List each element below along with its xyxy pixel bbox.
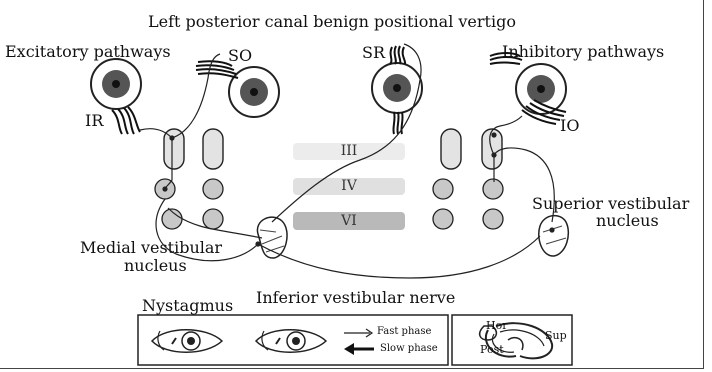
- right-abducens-nucleus: [433, 209, 453, 229]
- superior-vestibular-nucleus-shape: [539, 216, 569, 256]
- left-oculomotor-pill-1: [164, 129, 184, 169]
- eye-right-outer: [516, 64, 566, 114]
- inhibitory-pathways-label: Inhibitory pathways: [502, 44, 664, 60]
- cn6-label: VI: [293, 214, 405, 228]
- canal-sup-label: Sup: [545, 330, 567, 341]
- io-label: IO: [560, 118, 579, 134]
- medial-vestibular-label-line2: nucleus: [124, 258, 187, 274]
- superior-vestibular-label-line1: Superior vestibular: [532, 196, 689, 212]
- eye-right-inner: [372, 63, 422, 113]
- right-trochlear-nucleus-2: [483, 179, 503, 199]
- medial-vestibular-label-line1: Medial vestibular: [80, 240, 222, 256]
- ir-label: IR: [85, 113, 103, 129]
- right-oculomotor-pill-1: [441, 129, 461, 169]
- slow-phase-label: Slow phase: [380, 344, 438, 354]
- figure-title: Left posterior canal benign positional v…: [148, 14, 516, 30]
- left-abducens-nucleus-2: [203, 209, 223, 229]
- left-trochlear-nucleus-2: [203, 179, 223, 199]
- ir-muscle: [112, 107, 140, 134]
- left-oculomotor-pill-2: [203, 129, 223, 169]
- eye-left-outer: [91, 59, 141, 109]
- canal-post-label: Post: [480, 344, 504, 355]
- right-abducens-nucleus-2: [483, 209, 503, 229]
- right-trochlear-nucleus: [433, 179, 453, 199]
- eye-left-inner: [229, 67, 279, 117]
- superior-vestibular-label-line2: nucleus: [596, 213, 659, 229]
- canal-hor-label: Hor: [486, 320, 507, 331]
- sr-label: SR: [362, 45, 385, 61]
- excitatory-pathways-label: Excitatory pathways: [5, 44, 171, 60]
- nystagmus-label: Nystagmus: [142, 298, 233, 314]
- cn3-label: III: [293, 144, 405, 158]
- inferior-vestibular-nerve-label: Inferior vestibular nerve: [256, 290, 455, 306]
- cn4-label: IV: [293, 179, 405, 193]
- fast-phase-label: Fast phase: [377, 327, 431, 337]
- so-label: SO: [228, 48, 252, 64]
